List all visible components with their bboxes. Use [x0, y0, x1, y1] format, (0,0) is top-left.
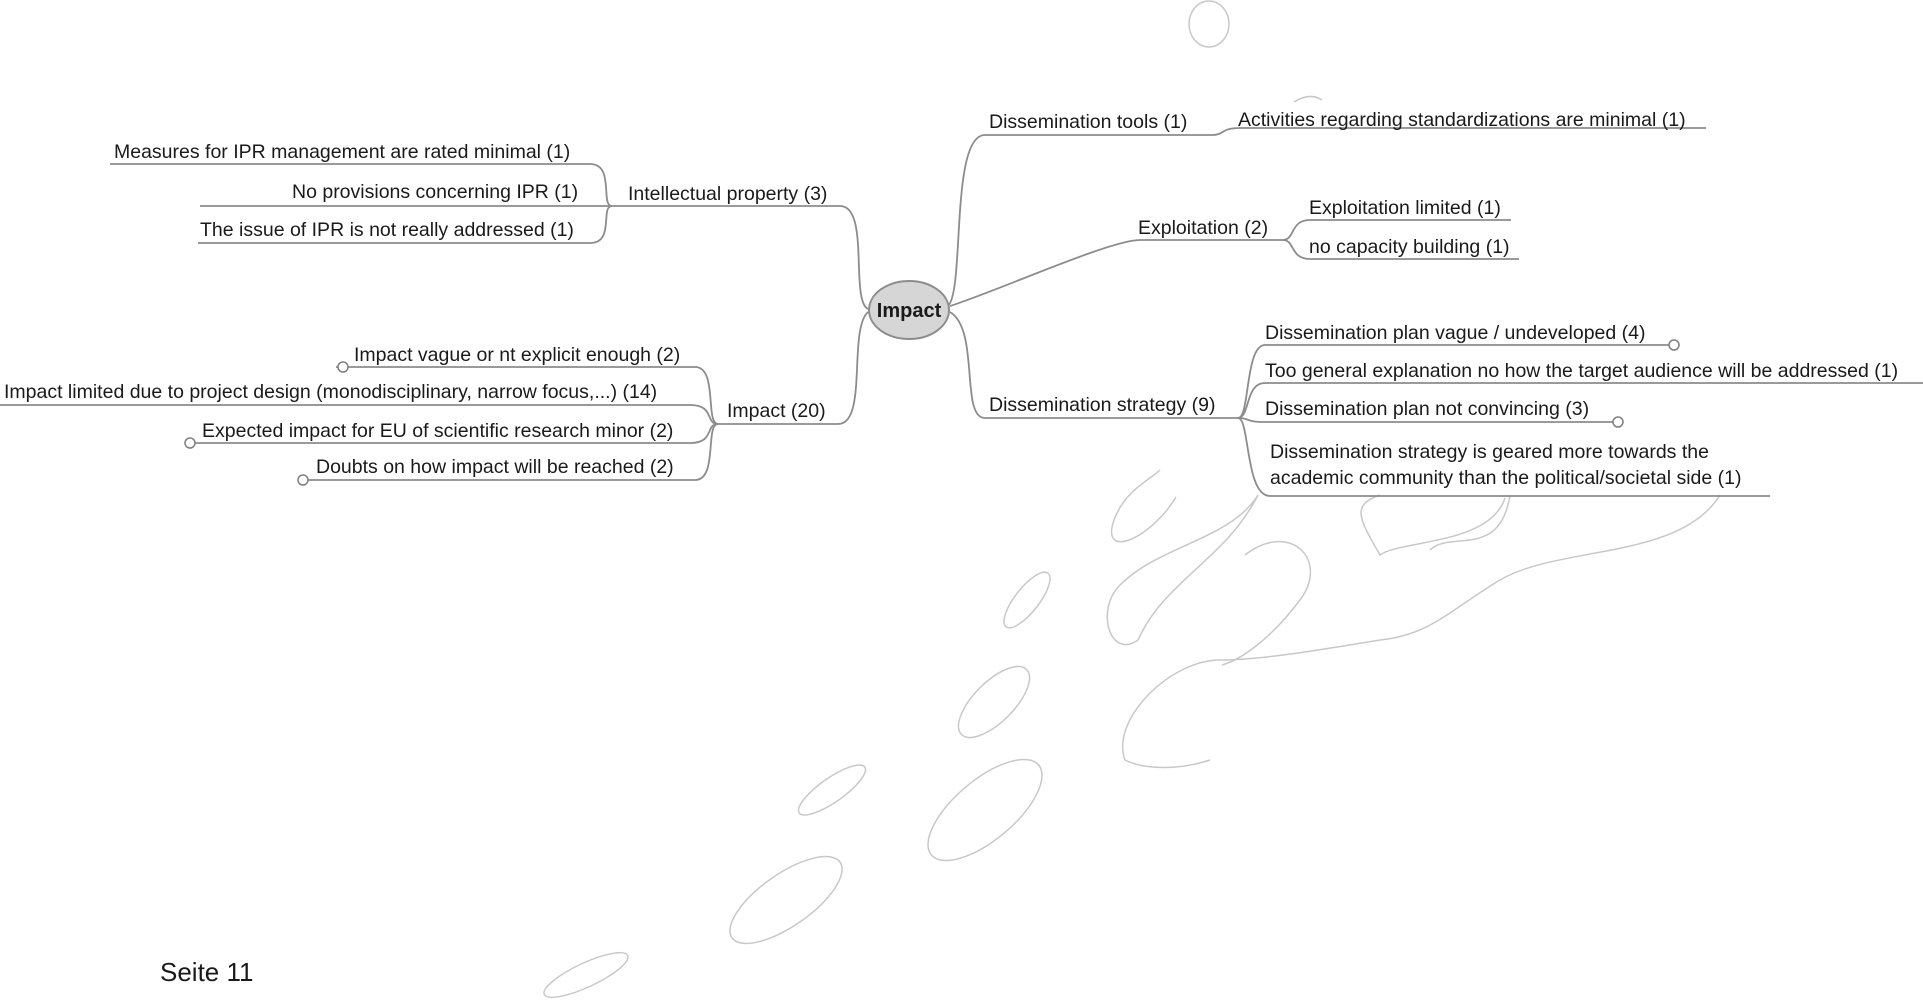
attachment-pin-icon — [297, 474, 309, 486]
leaf-standardizations[interactable]: Activities regarding standardizations ar… — [1238, 109, 1686, 131]
background-decoration — [543, 0, 1721, 999]
root-node[interactable]: Impact — [868, 280, 950, 340]
branch-dissemination-strategy[interactable]: Dissemination strategy (9) — [989, 394, 1216, 416]
connector-lines — [0, 127, 1923, 497]
leaf-capacity-building[interactable]: no capacity building (1) — [1309, 236, 1510, 258]
leaf-exploitation-limited[interactable]: Exploitation limited (1) — [1309, 197, 1501, 219]
branch-dissemination-tools[interactable]: Dissemination tools (1) — [989, 111, 1187, 133]
leaf-plan-not-convincing[interactable]: Dissemination plan not convincing (3) — [1265, 398, 1589, 420]
leaf-ipr-measures[interactable]: Measures for IPR management are rated mi… — [114, 141, 570, 163]
leaf-ipr-issue[interactable]: The issue of IPR is not really addressed… — [200, 219, 574, 241]
leaf-impact-eu[interactable]: Expected impact for EU of scientific res… — [202, 420, 673, 442]
leaf-impact-doubts[interactable]: Doubts on how impact will be reached (2) — [316, 456, 674, 478]
branch-exploitation[interactable]: Exploitation (2) — [1138, 217, 1268, 239]
attachment-pin-icon — [337, 361, 349, 373]
leaf-strategy-geared-line1[interactable]: Dissemination strategy is geared more to… — [1270, 441, 1709, 463]
leaf-impact-limited[interactable]: Impact limited due to project design (mo… — [4, 381, 657, 403]
root-node-label: Impact — [877, 300, 942, 322]
page-number: Seite 11 — [160, 957, 253, 987]
leaf-ipr-provisions[interactable]: No provisions concerning IPR (1) — [292, 181, 578, 203]
leaf-strategy-geared-line2[interactable]: academic community than the political/so… — [1270, 467, 1741, 489]
leaf-plan-vague[interactable]: Dissemination plan vague / undeveloped (… — [1265, 322, 1646, 344]
branch-impact[interactable]: Impact (20) — [727, 400, 826, 422]
attachment-pin-icon — [1612, 416, 1624, 428]
attachment-pin-icon — [184, 437, 196, 449]
leaf-target-audience[interactable]: Too general explanation no how the targe… — [1265, 360, 1898, 382]
branch-intellectual-property[interactable]: Intellectual property (3) — [628, 183, 827, 205]
leaf-impact-vague[interactable]: Impact vague or nt explicit enough (2) — [354, 344, 680, 366]
attachment-markers — [184, 339, 1680, 486]
attachment-pin-icon — [1668, 339, 1680, 351]
